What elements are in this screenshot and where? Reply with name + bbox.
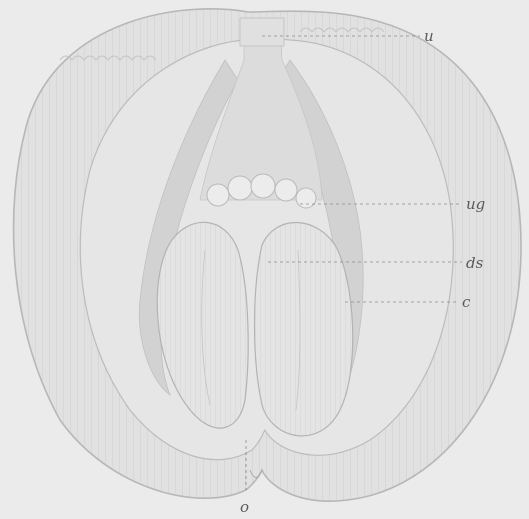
right-inner-lobe <box>255 223 353 436</box>
label-u: u <box>424 27 434 45</box>
label-o: o <box>240 498 249 516</box>
label-ds: ds <box>466 254 484 272</box>
label-ug: ug <box>466 195 485 213</box>
label-c: c <box>462 293 471 311</box>
